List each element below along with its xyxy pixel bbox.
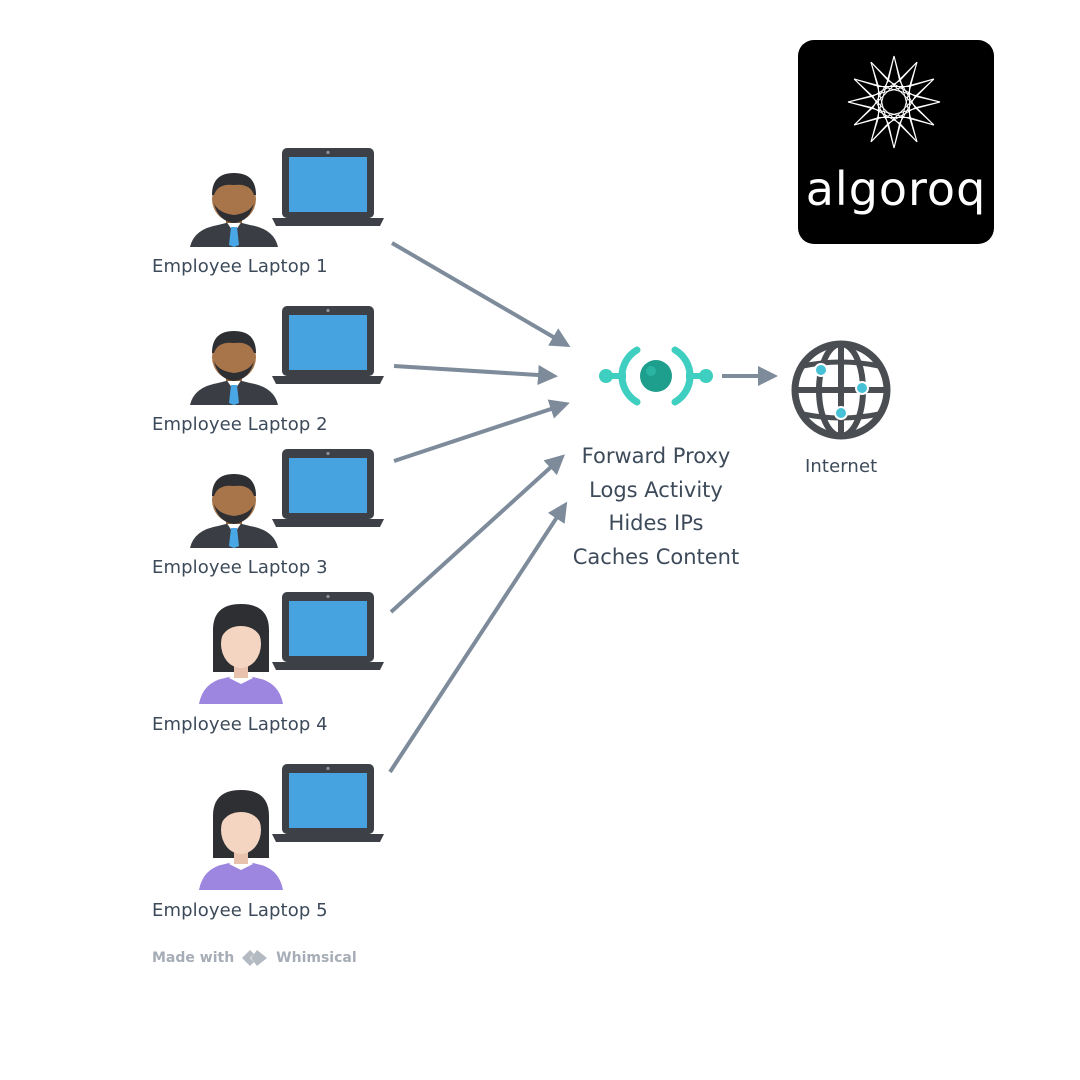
arrow-employee-4-to-proxy <box>389 454 565 614</box>
globe-icon <box>791 340 891 440</box>
proxy-line-caches: Caches Content <box>572 544 740 569</box>
employee-1-icon <box>190 148 384 247</box>
starburst-icon <box>847 55 941 149</box>
proxy-line-title: Forward Proxy <box>581 444 731 468</box>
proxy-node-icon <box>599 346 713 406</box>
employee-5-icon <box>199 764 384 890</box>
made-with-text: Made with <box>152 950 235 966</box>
internet-label: Internet <box>805 456 878 477</box>
employee-5-label: Employee Laptop 5 <box>152 900 328 921</box>
employee-1-label: Employee Laptop 1 <box>152 256 328 277</box>
arrow-employee-3-to-proxy <box>393 399 570 463</box>
made-with-watermark: Made with Whimsical <box>152 948 357 968</box>
proxy-line-logs: Logs Activity <box>589 477 723 502</box>
proxy-line-hides: Hides IPs <box>608 511 704 535</box>
whimsical-logo-icon <box>242 950 268 966</box>
employee-3-icon <box>190 449 384 548</box>
employee-2-label: Employee Laptop 2 <box>152 414 328 435</box>
algoroq-logo: algoroq <box>798 40 994 244</box>
whimsical-brand: Whimsical <box>276 950 357 966</box>
arrow-employee-1-to-proxy <box>390 241 571 348</box>
employee-3-label: Employee Laptop 3 <box>152 557 328 578</box>
proxy-description: Forward Proxy Logs Activity Hides IPs Ca… <box>556 440 756 574</box>
employee-4-label: Employee Laptop 4 <box>152 714 328 735</box>
logo-text: algoroq <box>805 162 987 216</box>
employee-2-icon <box>190 306 384 405</box>
employee-4-icon <box>199 592 384 704</box>
arrow-employee-5-to-proxy <box>388 501 568 774</box>
arrow-employee-2-to-proxy <box>393 364 558 385</box>
